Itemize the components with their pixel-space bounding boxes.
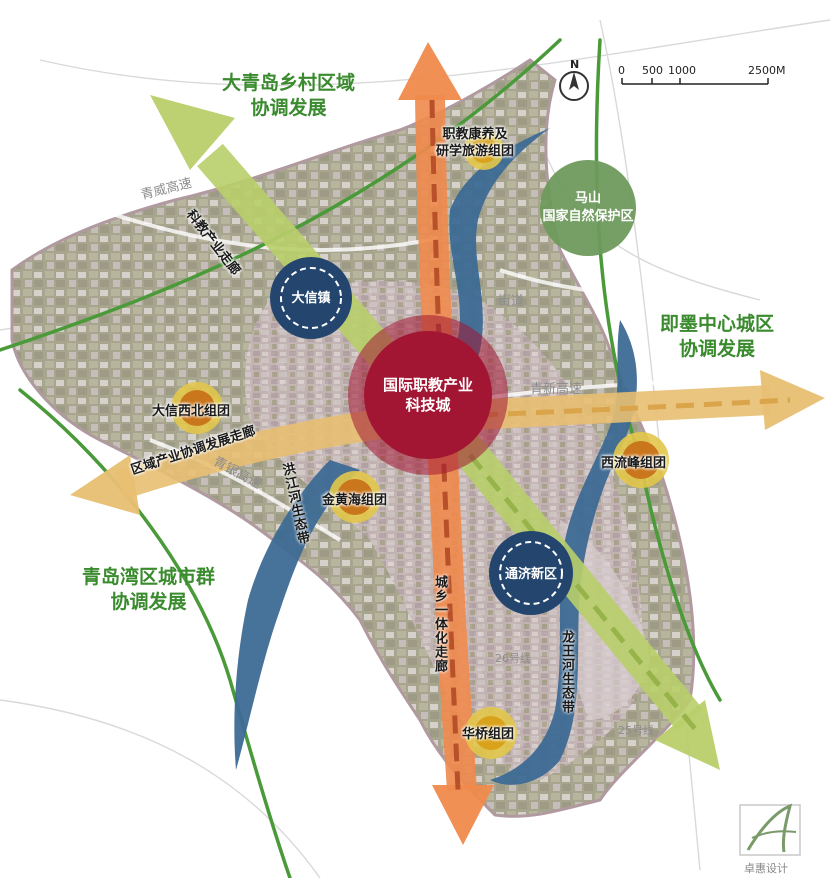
core-label: 国际职教产业科技城 bbox=[382, 376, 473, 414]
tongji-town-label: 通济新区 bbox=[504, 567, 557, 582]
line25-label: 25号线 bbox=[618, 724, 654, 737]
xiliufeng-cluster-label: 西流峰组团 bbox=[601, 456, 667, 471]
logo-mark bbox=[739, 803, 801, 856]
mashan-reserve-circle bbox=[540, 160, 636, 256]
mashan-reserve-label: 马山国家自然保护区 bbox=[542, 191, 634, 224]
north-arrow-icon bbox=[559, 71, 589, 101]
cluster-dot-daxin-nw bbox=[171, 382, 223, 434]
core-circle bbox=[348, 315, 508, 475]
scale-label-500: 500 bbox=[642, 64, 663, 77]
cluster-dot-xiliufeng bbox=[613, 432, 669, 488]
scale-bar bbox=[621, 78, 769, 85]
longwang-river-label: 龙王河生态带 bbox=[559, 630, 574, 714]
cluster-dots bbox=[171, 130, 669, 759]
street-label: 街道 bbox=[498, 294, 525, 309]
daxin-town-circle bbox=[270, 257, 352, 339]
moyang-river-belt bbox=[234, 460, 360, 770]
logo-text: 卓惠设计 bbox=[744, 862, 788, 875]
jimo-region-label: 即墨中心城区协调发展 bbox=[660, 313, 775, 360]
north-label: N bbox=[570, 58, 580, 71]
daxin-town-label: 大信镇 bbox=[291, 291, 331, 306]
line26-label: 26号线 bbox=[495, 652, 531, 665]
vocational-cluster-label: 职教康养及研学旅游组团 bbox=[436, 127, 515, 159]
scale-label-0: 0 bbox=[618, 64, 625, 77]
daxin-nw-cluster-label: 大信西北组团 bbox=[152, 404, 231, 419]
qingxin-expressway-label: 青新高速 bbox=[530, 382, 583, 397]
rural-region-label: 大青岛乡村区域协调发展 bbox=[222, 72, 356, 119]
cluster-dot-vocational bbox=[464, 130, 504, 170]
scale-label-1000: 1000 bbox=[668, 64, 696, 77]
cluster-dot-jinhuanghai bbox=[329, 471, 381, 523]
scale-label-2500: 2500M bbox=[748, 64, 786, 77]
moyang-upper-belt bbox=[400, 128, 550, 440]
urban-rural-corridor-label: 城乡一体化走廊 bbox=[432, 575, 447, 673]
tongji-town-circle bbox=[489, 531, 573, 615]
cluster-dot-huaqiao bbox=[465, 707, 517, 759]
huaqiao-cluster-label: 华桥组团 bbox=[462, 727, 515, 742]
bay-region-label: 青岛湾区城市群协调发展 bbox=[82, 566, 216, 613]
jinhuanghai-cluster-label: 金黄海组团 bbox=[322, 493, 388, 508]
